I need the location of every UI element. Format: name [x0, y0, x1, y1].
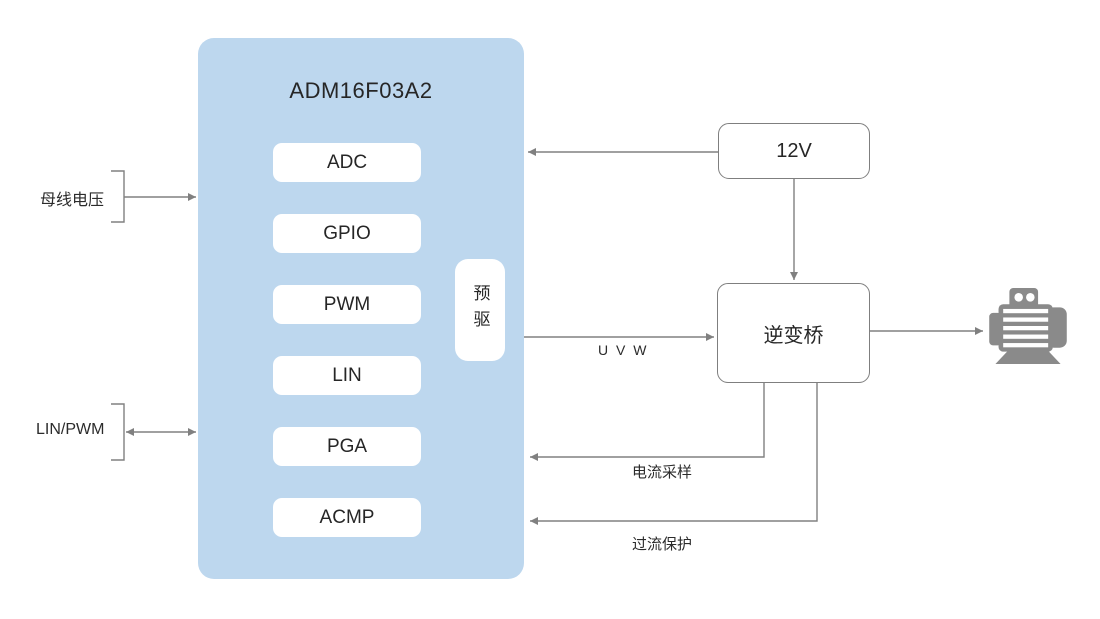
predriver-label: 预驱 [470, 284, 490, 336]
arrow-current-sampling-feedback [530, 383, 765, 461]
current-sampling-label: 电流采样 [632, 464, 693, 481]
overcurrent-protection-label: 过流保护 [632, 536, 693, 553]
peripheral-gpio: GPIO [273, 214, 421, 253]
power-supply-block: 12V [718, 123, 870, 179]
mcu-title: ADM16F03A2 [289, 78, 433, 103]
peripheral-pwm: PWM [273, 285, 421, 324]
peripheral-adc: ADC [273, 143, 421, 182]
peripheral-lin: LIN [273, 356, 421, 395]
bus-voltage-label: 母线电压 [40, 192, 105, 209]
predriver-block: 预驱 [455, 259, 505, 361]
peripheral-acmp: ACMP [273, 498, 421, 537]
inverter-bridge-block: 逆变桥 [717, 283, 870, 383]
motor-left-bump [989, 312, 1002, 346]
mcu-block: ADM16F03A2 ADC GPIO PWM LIN PGA ACMP 预驱 [198, 38, 524, 579]
arrow-overcurrent-feedback [530, 383, 818, 525]
motor-terminal-left [1014, 293, 1023, 302]
motor-icon [989, 288, 1067, 364]
inverter-bridge-label: 逆变桥 [763, 324, 824, 347]
power-supply-label: 12V [776, 139, 812, 162]
bus-voltage-bracket [111, 170, 125, 223]
uvw-signal-label: U V W [598, 342, 649, 358]
lin-pwm-label: LIN/PWM [36, 421, 105, 438]
motor-base [995, 350, 1061, 364]
lin-pwm-bracket [111, 403, 125, 461]
peripheral-pga: PGA [273, 427, 421, 466]
motor-terminal-right [1026, 293, 1035, 302]
